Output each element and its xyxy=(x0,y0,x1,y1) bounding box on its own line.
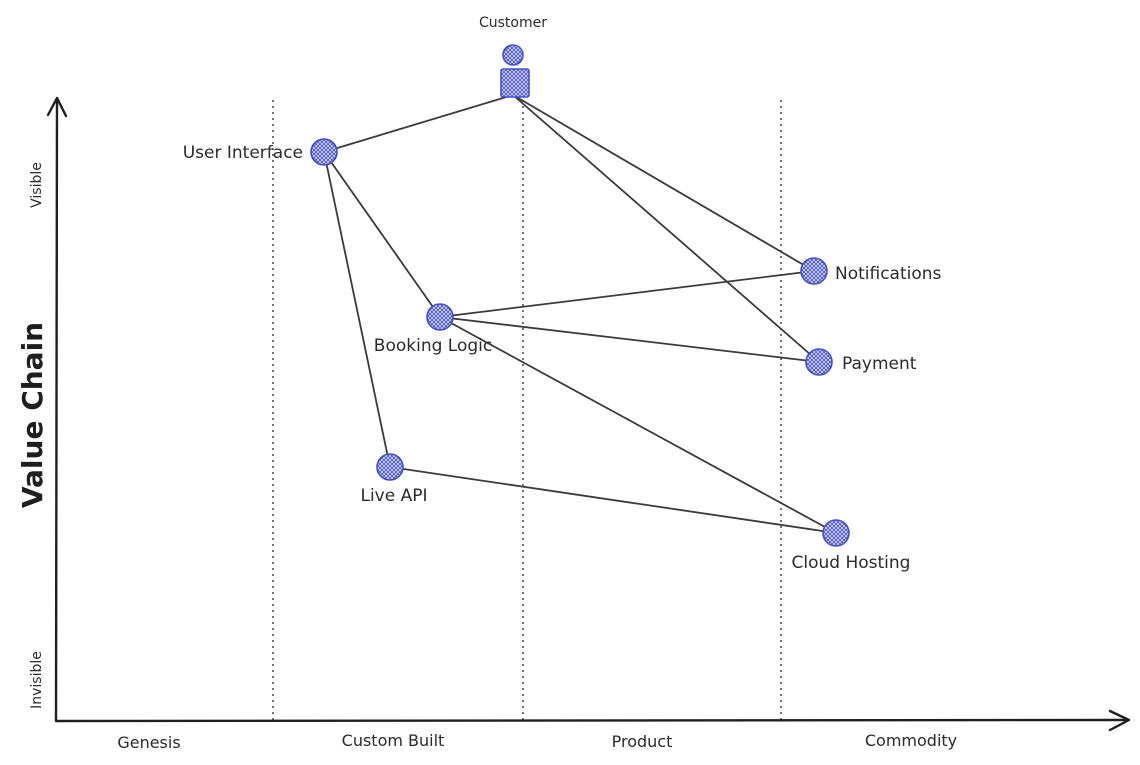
component-node xyxy=(426,303,454,331)
component-node xyxy=(805,348,833,376)
x-axis xyxy=(54,709,1131,732)
customer-label: Customer xyxy=(479,15,547,31)
visible-label: Visible xyxy=(29,162,45,208)
component-node xyxy=(310,138,338,166)
value-chain-axis-title: Value Chain xyxy=(16,322,49,508)
person-icon xyxy=(500,44,530,98)
component-label: Payment xyxy=(842,354,917,374)
link-customer-payment xyxy=(512,94,820,363)
component-user-interface[interactable]: User Interface xyxy=(183,138,338,166)
link-ui-api xyxy=(323,151,391,468)
component-label: Booking Logic xyxy=(374,336,492,356)
component-cloud-hosting[interactable]: Cloud Hosting xyxy=(792,519,911,573)
component-node xyxy=(800,257,828,285)
customer-anchor[interactable]: Customer xyxy=(479,15,547,98)
component-label: Notifications xyxy=(835,264,942,284)
link-api-cloud xyxy=(389,466,837,534)
component-label: User Interface xyxy=(183,143,303,163)
component-payment[interactable]: Payment xyxy=(805,348,917,376)
component-node xyxy=(376,453,404,481)
stage-label-product: Product xyxy=(612,732,673,751)
component-label: Live API xyxy=(360,486,427,506)
component-live-api[interactable]: Live API xyxy=(360,453,428,506)
dependency-links xyxy=(323,94,837,534)
component-booking-logic[interactable]: Booking Logic xyxy=(374,303,492,356)
link-booking-payment xyxy=(439,316,820,363)
component-notifications[interactable]: Notifications xyxy=(800,257,942,285)
component-label: Cloud Hosting xyxy=(792,553,911,573)
y-axis xyxy=(46,96,68,722)
link-booking-cloud xyxy=(439,316,837,534)
invisible-label: Invisible xyxy=(29,651,45,709)
component-node xyxy=(822,519,850,547)
link-customer-ui xyxy=(323,94,514,153)
link-ui-booking xyxy=(323,151,441,318)
link-customer-notifications xyxy=(512,94,815,272)
stage-label-custom-built: Custom Built xyxy=(342,731,445,750)
link-booking-notifications xyxy=(439,270,815,318)
stage-label-commodity: Commodity xyxy=(865,731,957,750)
stage-label-genesis: Genesis xyxy=(117,733,180,752)
